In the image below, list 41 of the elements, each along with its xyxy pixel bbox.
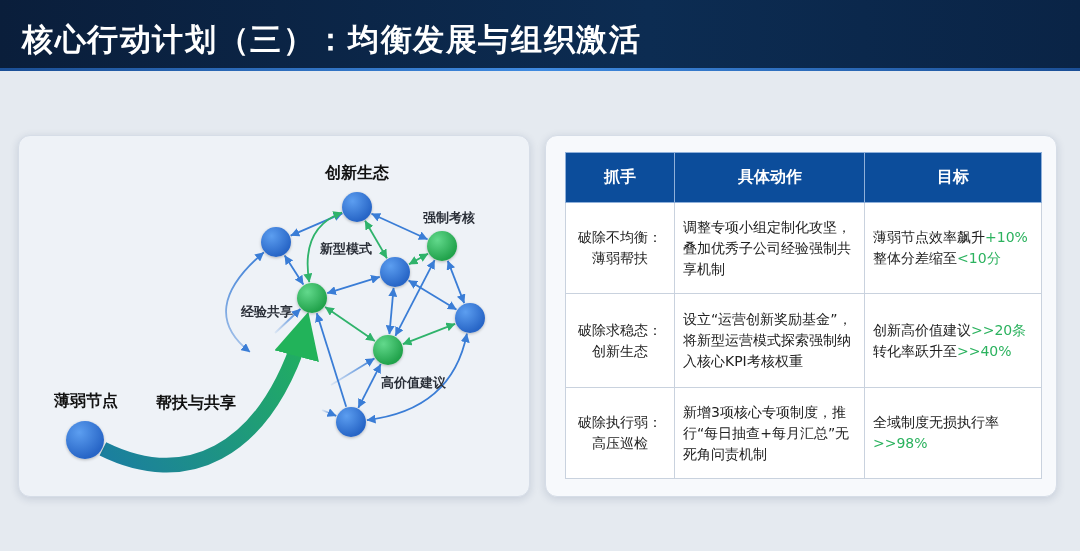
node-label: 创新生态 [325,163,389,183]
node-label: 高价值建议 [380,374,446,390]
double-arrow [303,211,343,284]
table-cell: 破除求稳态：创新生态 [565,293,675,388]
node-label: 新型模式 [320,240,372,256]
double-arrow [225,251,265,353]
header-cell: 抓手 [565,152,675,203]
double-arrow [446,260,466,304]
table-cell: 薄弱节点效率飙升+10% 整体分差缩至<10分 [864,202,1042,294]
double-arrow [364,219,388,260]
table-cell: 新增3项核心专项制度，推行“每日抽查+每月汇总”无死角问责机制 [674,387,865,479]
header-cell: 目标 [864,152,1042,203]
double-arrow [326,275,381,295]
table-cell: 设立“运营创新奖励基金”，将新型运营模式探索强制纳入核心KPI考核权重 [674,293,865,388]
node-label: 经验共享 [241,303,293,319]
slide-title: 核心行动计划（三）：均衡发展与组织激活 [22,20,642,58]
table-cell: 破除不均衡：薄弱帮扶 [565,202,675,294]
arrow [321,408,338,417]
table-cell: 破除执行弱：高压巡检 [565,387,675,479]
table-cell: 创新高价值建议>>20条 转化率跃升至>>40% [864,293,1042,388]
arrow [315,312,348,408]
arrow [330,357,376,386]
double-arrow [370,212,429,241]
double-arrow [357,363,382,409]
double-arrow [408,252,429,266]
double-arrow [394,259,436,337]
double-arrow [366,332,470,424]
table-cell: 调整专项小组定制化攻坚，叠加优秀子公司经验强制共享机制 [674,202,865,294]
double-arrow [324,306,376,342]
double-arrow [402,322,456,346]
node-label: 强制考核 [423,209,475,225]
arrow [274,308,302,334]
header-cell: 具体动作 [674,152,865,203]
double-arrow [283,254,305,286]
node-label: 薄弱节点 [54,391,118,411]
edge-label: 帮扶与共享 [154,392,238,414]
double-arrow [407,279,458,311]
swoosh-arrow [100,311,317,473]
double-arrow [385,287,398,335]
double-arrow [289,212,344,237]
table-cell: 全域制度无损执行率 >>98% [864,387,1042,479]
